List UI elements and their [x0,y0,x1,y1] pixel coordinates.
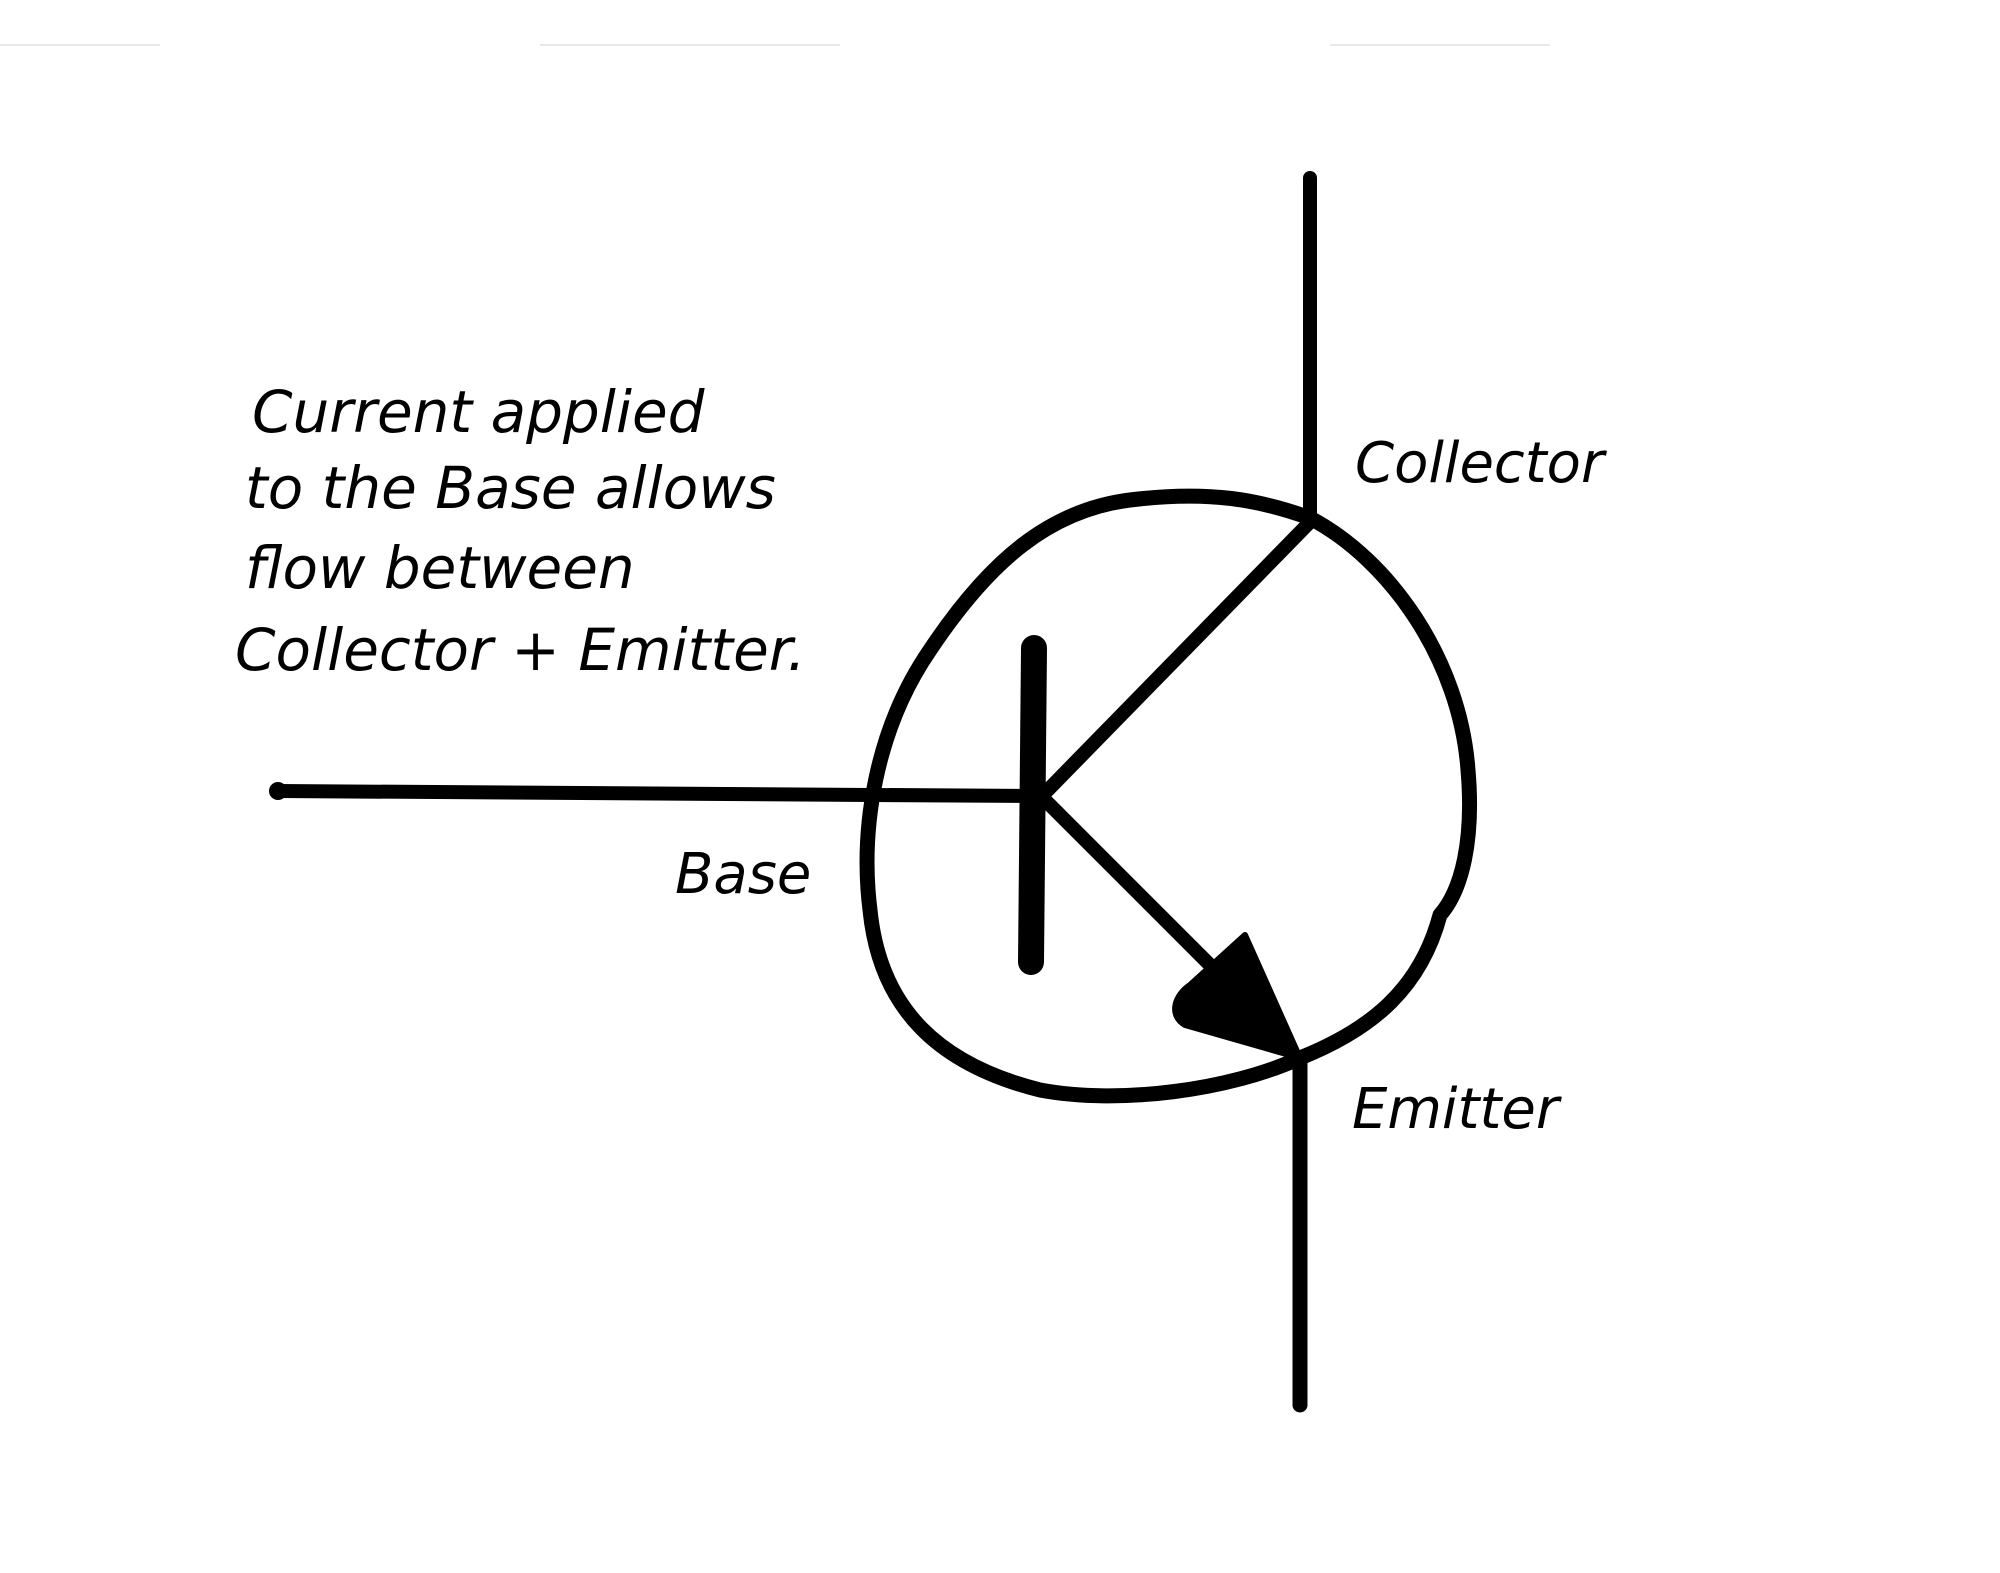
scan-artifact [540,44,840,46]
base-terminal-dot [269,782,287,800]
collector-diagonal [1038,515,1317,800]
transistor-envelope-circle [859,488,1478,1104]
emitter-diagonal [1038,793,1237,992]
scan-artifact [1330,44,1550,46]
note-line-2: to the Base allows [245,454,776,522]
note-line-4: Collector + Emitter. [235,616,806,684]
base-bar [1018,635,1047,975]
collector-label: Collector [1355,431,1607,496]
scan-artifact [0,44,160,46]
emitter-label: Emitter [1352,1077,1562,1142]
emitter-arrow-icon [1172,932,1303,1061]
note-line-1: Current applied [252,378,706,446]
note-line-3: flow between [245,534,635,602]
base-label: Base [675,842,811,907]
base-lead [271,784,1037,803]
